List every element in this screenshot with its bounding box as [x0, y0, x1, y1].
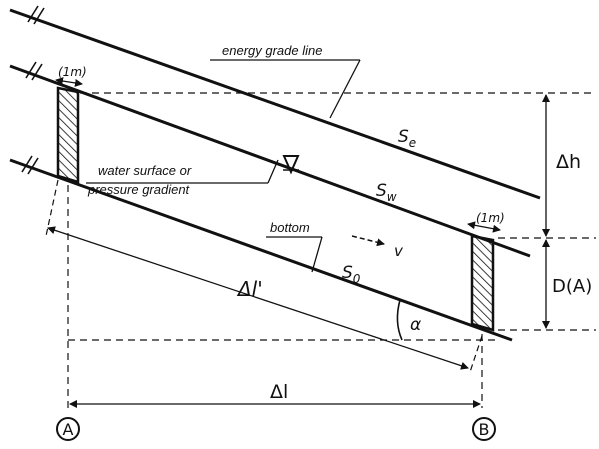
depth-label: D(A): [552, 276, 592, 297]
water-surface-label-2: pressure gradient: [87, 182, 191, 197]
energy-grade-line-label: energy grade line: [222, 43, 322, 58]
slice-left: [56, 86, 80, 184]
slice-right: [470, 234, 495, 332]
bottom-line: [9, 158, 513, 342]
slice-width-label-right: (1m): [476, 211, 505, 225]
bottom-label: bottom: [270, 220, 310, 235]
slice-width-label-left: (1m): [58, 65, 87, 79]
extension-line-right: [469, 335, 483, 373]
delta-l-prime-dimension: [47, 226, 469, 370]
water-surface-marker: [282, 155, 300, 175]
alpha-label: α: [410, 315, 421, 335]
delta-h-label: Δh: [556, 151, 581, 173]
s-0-label: S0: [342, 263, 361, 286]
leader-energy: [329, 59, 361, 119]
leader-water: [267, 159, 279, 184]
water-surface-label-1: water surface or: [98, 163, 192, 178]
point-a-label: A: [63, 420, 74, 439]
leader-bottom: [311, 236, 323, 273]
delta-l-prime-label: Δl': [236, 277, 263, 301]
water-surface-line: [9, 64, 531, 258]
delta-l-label: Δl: [270, 381, 288, 403]
slice-width-dim-left: [55, 77, 83, 87]
velocity-label: v: [394, 242, 404, 260]
point-b-label: B: [479, 420, 490, 439]
point-a-circle: [56, 417, 80, 441]
velocity-arrow: [351, 235, 385, 247]
alpha-arc: [396, 299, 403, 341]
extension-line-left: [45, 179, 59, 237]
point-b-circle: [472, 417, 496, 441]
s-w-label: Sw: [376, 181, 397, 204]
energy-grade-line: [9, 8, 541, 200]
s-e-label: Se: [398, 127, 416, 150]
break-marks: [21, 5, 45, 175]
slice-width-dim-right: [467, 221, 501, 233]
